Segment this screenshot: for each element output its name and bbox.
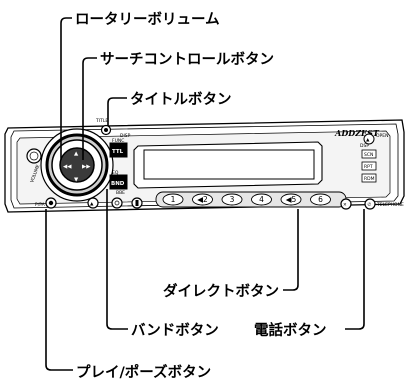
preset-button-shape bbox=[192, 193, 213, 206]
rpt-text: RPT bbox=[364, 164, 373, 170]
preset-button-6[interactable]: 6 bbox=[310, 193, 331, 206]
leader-play-pause bbox=[45, 209, 73, 371]
ttl-button[interactable]: TTL bbox=[109, 142, 128, 158]
mute-button[interactable]: ▲ bbox=[87, 197, 99, 209]
label-phone-button: 電話ボタン bbox=[254, 321, 327, 339]
seek-forward-icon: ▶▶ bbox=[82, 164, 91, 170]
preset-button-2[interactable]: ◀2 bbox=[192, 193, 213, 206]
triangle-icon: ▲ bbox=[90, 202, 94, 207]
power-button[interactable] bbox=[131, 197, 143, 209]
open-text: OPEN bbox=[376, 133, 388, 139]
preset-button-label: ◀2 bbox=[197, 195, 208, 204]
preset-button-label: 6 bbox=[318, 195, 323, 204]
preset-button-shape bbox=[162, 193, 184, 206]
rdm-text: RDM bbox=[364, 176, 375, 182]
label-search-control: サーチコントロールボタン bbox=[100, 51, 274, 68]
brand-logo: ADDZEST bbox=[334, 128, 380, 138]
leader-title-button bbox=[107, 97, 127, 126]
title-tag-text: TITLE bbox=[95, 118, 108, 124]
display-panel bbox=[133, 141, 323, 189]
leader-direct-button bbox=[283, 209, 299, 291]
band-button[interactable]: BND bbox=[109, 174, 128, 190]
label-rotary-volume: ロータリーボリューム bbox=[75, 11, 220, 28]
callout-lines bbox=[45, 17, 365, 371]
eject-icon: ▲ bbox=[366, 138, 370, 143]
preset-button-5[interactable]: ◀5 bbox=[280, 193, 302, 206]
aux-button[interactable]: ✕ bbox=[340, 198, 352, 210]
disp-text: DISP bbox=[120, 133, 131, 139]
down-arrow-icon: ▼ bbox=[74, 177, 79, 183]
preset-buttons: 1 ◀2 3 4 ◀5 6 bbox=[162, 193, 331, 206]
rdm-button[interactable]: RDM bbox=[361, 173, 377, 183]
source-button[interactable] bbox=[111, 197, 123, 209]
leader-band-button bbox=[106, 189, 128, 330]
x-icon: ✕ bbox=[343, 203, 347, 208]
label-direct-button: ダイレクトボタン bbox=[163, 282, 279, 300]
preset-button-shape bbox=[310, 193, 331, 206]
preset-button-3[interactable]: 3 bbox=[221, 193, 243, 206]
seek-back-icon: ◀◀ bbox=[63, 164, 72, 170]
release-button[interactable] bbox=[26, 148, 42, 164]
title-button[interactable] bbox=[100, 124, 112, 136]
telephone-button[interactable]: ✆ bbox=[364, 198, 376, 210]
search-control-pad[interactable]: ◀◀ ▶▶ ▲ ▼ bbox=[63, 151, 91, 183]
preset-button-label: 3 bbox=[230, 195, 235, 204]
func-text: FUNC bbox=[112, 138, 124, 144]
eject-button[interactable]: ▲ bbox=[363, 133, 375, 145]
scn-button[interactable]: SCN bbox=[361, 149, 377, 159]
preset-button-shape bbox=[221, 193, 243, 206]
rotary-volume-knob[interactable] bbox=[40, 128, 114, 202]
preset-button-shape bbox=[251, 193, 272, 206]
telephone-text: TELEPHONE bbox=[376, 202, 404, 208]
phone-icon: ✆ bbox=[368, 202, 372, 208]
band-text: BND bbox=[111, 181, 125, 187]
preset-button-4[interactable]: 4 bbox=[251, 193, 272, 206]
release-button-inner bbox=[29, 151, 39, 161]
rpt-button[interactable]: RPT bbox=[361, 161, 377, 171]
preset-button-shape bbox=[280, 193, 302, 206]
leader-rotary-volume bbox=[60, 17, 72, 160]
label-title-button: タイトルボタン bbox=[130, 91, 232, 108]
preset-button-label: ◀5 bbox=[286, 195, 297, 204]
play-pause-button[interactable] bbox=[45, 197, 57, 209]
preset-button-label: 1 bbox=[171, 195, 176, 204]
label-play-pause: プレイ/ポーズボタン bbox=[76, 363, 211, 381]
dsp-text: DSP bbox=[360, 143, 369, 149]
eq-text: EQ bbox=[112, 170, 119, 176]
bbe-text: BBE bbox=[116, 190, 125, 196]
leader-phone-button bbox=[345, 209, 365, 330]
up-arrow-icon: ▲ bbox=[74, 151, 79, 157]
play-text: P/PA bbox=[35, 202, 46, 208]
scn-text: SCN bbox=[364, 152, 373, 158]
ttl-text: TTL bbox=[112, 149, 124, 155]
preset-button-1[interactable]: 1 bbox=[162, 193, 184, 206]
label-band-button: バンドボタン bbox=[131, 322, 219, 339]
leader-search-control bbox=[82, 57, 97, 160]
preset-button-label: 4 bbox=[259, 195, 264, 204]
